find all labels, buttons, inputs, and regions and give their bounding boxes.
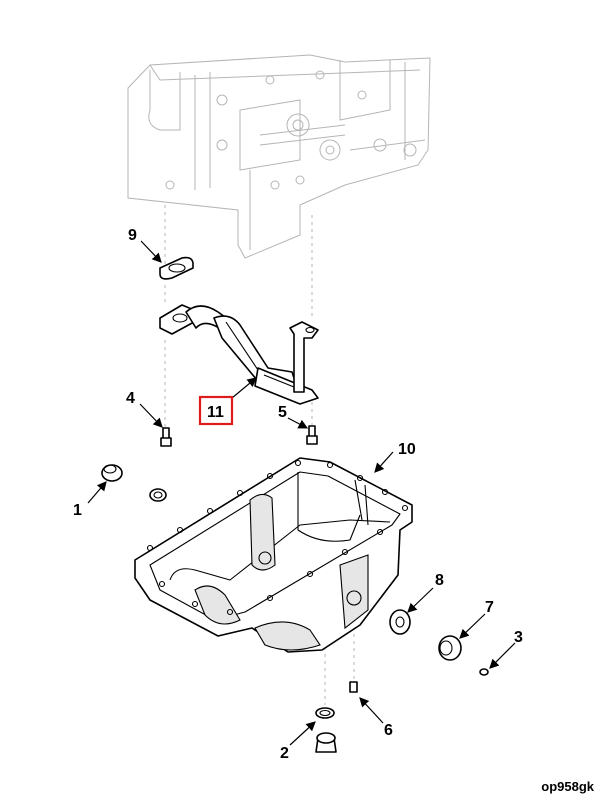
callout-5: 5 (278, 404, 287, 421)
figure-id-label: op958gk (541, 779, 594, 794)
suction-tube-part-11 (159, 304, 319, 405)
callout-7: 7 (485, 599, 494, 616)
engine-block-ghost (127, 54, 431, 705)
callout-2: 2 (280, 745, 289, 762)
bolt-part-5 (306, 425, 318, 445)
bolt-part-4 (160, 427, 172, 447)
callout-9: 9 (128, 227, 137, 244)
gasket-part-9 (159, 256, 194, 280)
callout-3: 3 (514, 629, 523, 646)
drain-plug-part-2 (315, 732, 337, 753)
callout-11[interactable]: 11 (207, 404, 224, 421)
oil-pan-part-10 (134, 457, 413, 653)
plug-part-1 (101, 464, 123, 482)
leader-lines (87, 240, 516, 746)
callout-8: 8 (435, 572, 444, 589)
screw-part-3 (479, 668, 489, 676)
cover-plate-part-7 (438, 635, 462, 661)
o-ring-small (149, 488, 167, 502)
callout-4: 4 (126, 390, 135, 407)
callout-1: 1 (73, 502, 82, 519)
callout-10: 10 (398, 441, 416, 458)
gasket-part-8 (389, 609, 411, 635)
callout-6: 6 (384, 722, 393, 739)
bolt-part-6 (349, 681, 358, 693)
callout-11-highlight-box (198, 395, 234, 426)
washer-part-2 (315, 707, 335, 719)
